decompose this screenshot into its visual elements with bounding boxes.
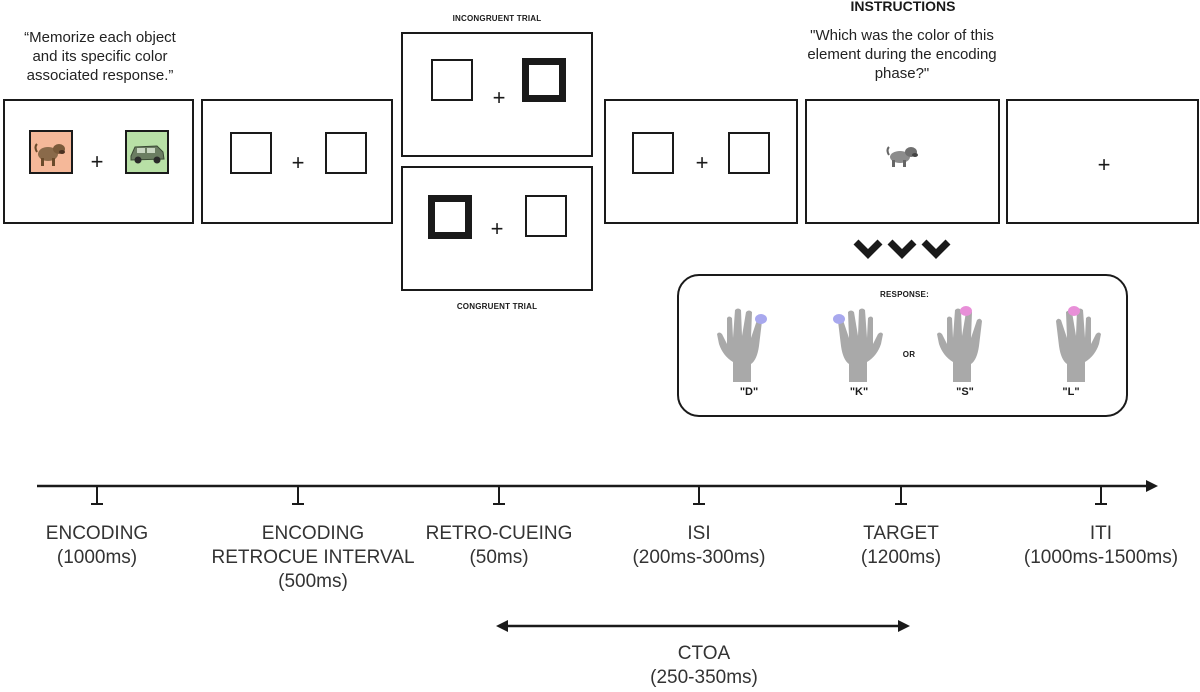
congruent-trial-label: CONGRUENT TRIAL: [456, 302, 538, 311]
cued-left-placeholder: [428, 195, 472, 239]
fixation-cross: +: [695, 150, 709, 175]
incongruent-trial-label: INCONGRUENT TRIAL: [452, 14, 542, 23]
chevrons-down-icon: [853, 239, 951, 259]
key-k: "K": [849, 386, 869, 398]
left-placeholder: [230, 132, 272, 174]
instructions-title: INSTRUCTIONS: [850, 0, 956, 14]
key-d: "D": [739, 386, 759, 398]
retrocue-interval-screen: +: [201, 99, 393, 224]
right-placeholder: [325, 132, 367, 174]
encoding-instruction: “Memorize each object and its specific c…: [24, 29, 176, 84]
isi-screen: +: [604, 99, 798, 224]
ctoa-double-arrow: [496, 620, 910, 632]
dog-icon: [31, 132, 71, 172]
fixation-cross: +: [90, 149, 104, 174]
encoding-screen: +: [3, 99, 194, 224]
response-or: OR: [902, 350, 916, 359]
timeline-label-iti: ITI(1000ms-1500ms): [1023, 523, 1179, 568]
fixation-cross: +: [291, 150, 305, 175]
car-stimulus: [125, 130, 169, 174]
fixation-cross: +: [490, 216, 504, 241]
dog-stimulus: [29, 130, 73, 174]
fixation-cross: +: [1097, 152, 1111, 177]
right-placeholder: [525, 195, 567, 237]
dog-target-icon: [886, 146, 918, 167]
timeline-label-encoding: ENCODING(1000ms): [45, 523, 149, 568]
timeline-label-isi: ISI(200ms-300ms): [632, 523, 766, 568]
incongruent-trial-screen: +: [401, 32, 593, 157]
fixation-cross: +: [492, 85, 506, 110]
response-title: RESPONSE:: [880, 290, 929, 299]
congruent-trial-screen: +: [401, 166, 593, 291]
left-placeholder: [632, 132, 674, 174]
car-icon: [127, 132, 167, 172]
instructions-text: "Which was the color of this element dur…: [807, 27, 997, 82]
hand-icon: [1056, 306, 1101, 382]
key-l: "L": [1062, 386, 1080, 398]
iti-screen: +: [1006, 99, 1199, 224]
left-placeholder: [431, 59, 473, 101]
timeline-label-retro-cueing: RETRO-CUEING(50ms): [425, 523, 573, 568]
ctoa-label: CTOA(250-350ms): [650, 643, 758, 688]
response-box: RESPONSE: OR "D" "K" "S" "L": [677, 274, 1128, 417]
right-placeholder: [728, 132, 770, 174]
timeline-axis: [37, 480, 1158, 505]
hand-icon: [937, 306, 982, 382]
hand-icon: [717, 308, 767, 382]
hand-icon: [833, 308, 883, 382]
timeline-label-target: TARGET(1200ms): [860, 523, 942, 568]
cued-right-placeholder: [522, 58, 566, 102]
target-screen: [805, 99, 1000, 224]
key-s: "S": [956, 386, 974, 398]
